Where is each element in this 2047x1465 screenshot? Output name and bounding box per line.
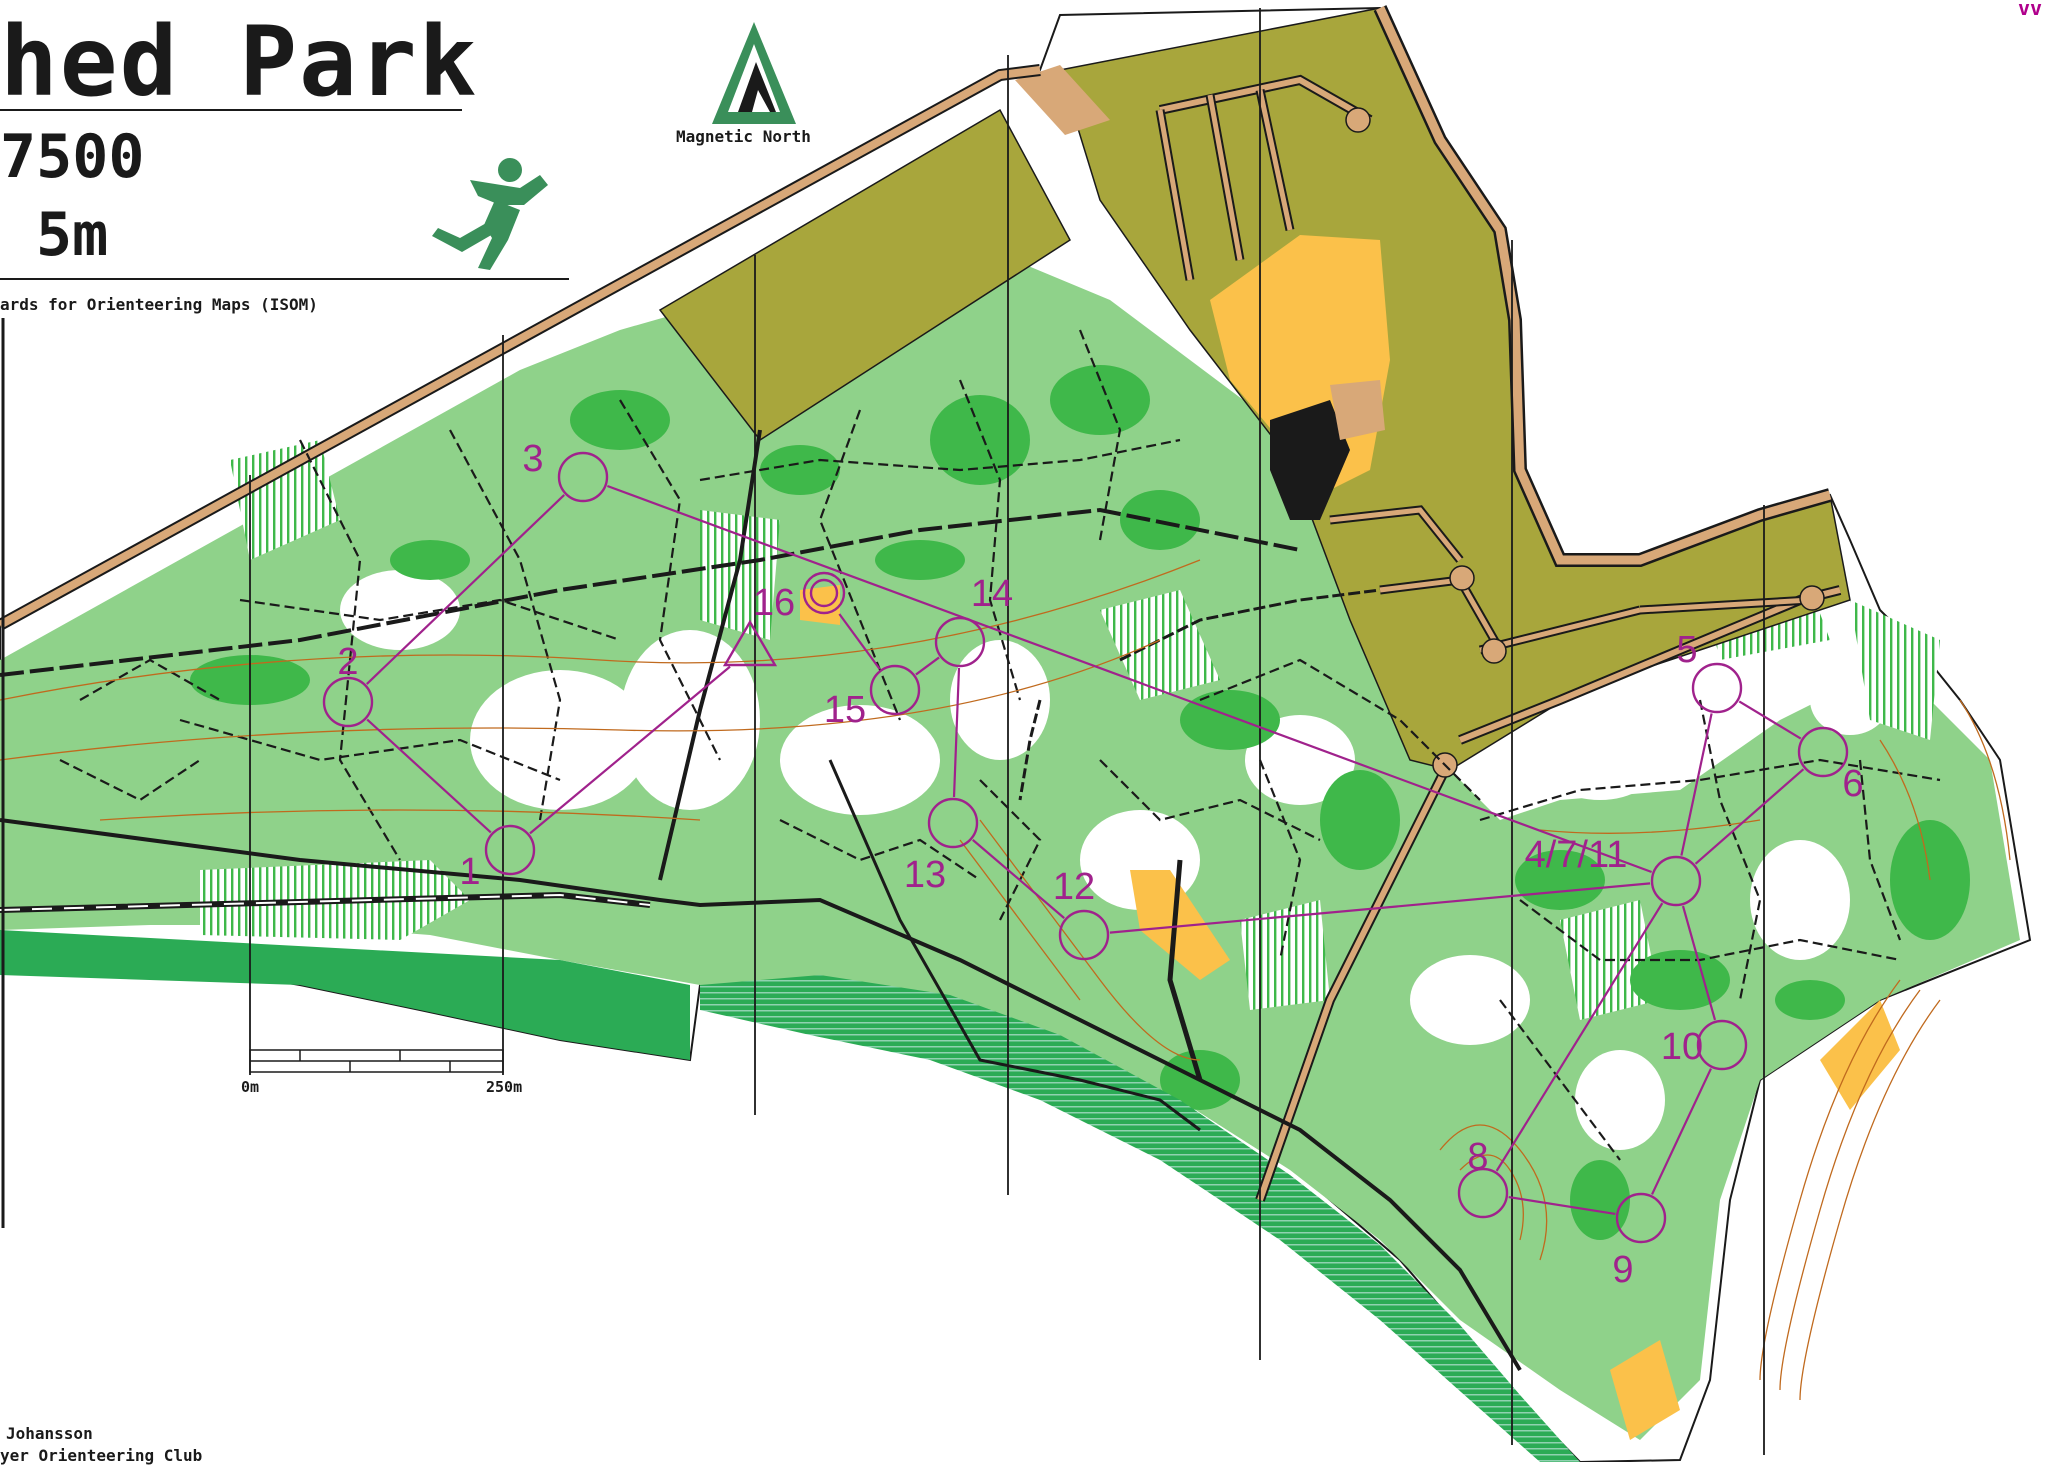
course-leg xyxy=(1508,1195,1616,1216)
paths xyxy=(59,329,1941,1161)
course-leg xyxy=(366,718,492,834)
control-circle xyxy=(1457,1167,1509,1219)
scale-bar-end: 250m xyxy=(486,1078,523,1096)
paved-area xyxy=(1330,380,1385,440)
scale-bar-start: 0m xyxy=(241,1078,260,1096)
finish-icon xyxy=(802,571,846,615)
course-leg xyxy=(1495,902,1664,1172)
course-leg xyxy=(838,613,881,670)
paved-area-north xyxy=(1015,65,1110,135)
contour-interval: 5m xyxy=(36,200,109,270)
control-circle xyxy=(484,824,536,876)
control-circle xyxy=(1615,1192,1667,1244)
course-lines xyxy=(366,484,1805,1216)
course-leg xyxy=(1109,882,1651,934)
scale-bar xyxy=(249,1049,504,1073)
forest-dense xyxy=(190,365,1970,1240)
control-number: 3 xyxy=(522,438,543,480)
control-number: 12 xyxy=(1053,866,1095,908)
start-triangle-icon xyxy=(722,619,778,667)
isom-standard: ards for Orienteering Maps (ISOM) xyxy=(0,295,318,314)
runner-logo-icon xyxy=(432,158,548,270)
course-leg xyxy=(607,484,1652,874)
control-number: 10 xyxy=(1661,1026,1703,1068)
course-leg xyxy=(952,667,961,798)
control-number: 15 xyxy=(824,689,866,731)
course-leg xyxy=(529,665,731,835)
course-leg xyxy=(1738,700,1802,740)
control-number: 14 xyxy=(971,573,1013,615)
magnetic-north-label: Magnetic North xyxy=(676,127,811,146)
control-number: 2 xyxy=(337,641,358,683)
course-leg xyxy=(915,656,940,676)
control-circle xyxy=(1691,662,1743,714)
control-number: 6 xyxy=(1842,763,1863,805)
control-number: 5 xyxy=(1676,629,1697,671)
control-circle xyxy=(1058,909,1110,961)
tracks xyxy=(0,429,1522,1372)
cul-de-sacs xyxy=(1345,107,1825,778)
control-circle xyxy=(1696,1019,1748,1071)
mapper-credit: Johansson xyxy=(6,1424,93,1443)
marsh-band xyxy=(700,975,1580,1462)
white-forest-patches xyxy=(340,570,1890,1150)
course-leg xyxy=(1680,713,1713,856)
control-number: 8 xyxy=(1467,1136,1488,1178)
corner-mark: vv xyxy=(2018,0,2043,20)
map-scale: 7500 xyxy=(0,122,145,192)
map-title: hed Park xyxy=(0,6,479,118)
control-circle xyxy=(1650,855,1702,907)
club-credit: yer Orienteering Club xyxy=(0,1446,203,1465)
control-circle xyxy=(1797,726,1849,778)
course-leg xyxy=(972,839,1065,919)
control-number: 9 xyxy=(1612,1249,1633,1291)
control-circle xyxy=(869,664,921,716)
control-circle xyxy=(557,451,609,503)
control-circle xyxy=(322,676,374,728)
course-leg xyxy=(1651,1068,1712,1195)
control-circle xyxy=(934,616,986,668)
control-circle xyxy=(927,797,979,849)
control-number: 4/7/11 xyxy=(1525,834,1628,876)
control-number: 13 xyxy=(904,854,946,896)
control-number: 16 xyxy=(753,582,795,624)
magnetic-north-lines xyxy=(249,8,1765,1455)
course-leg xyxy=(1694,768,1805,865)
green-strip xyxy=(0,930,690,1060)
north-arrow-icon xyxy=(712,22,796,124)
control-number: 1 xyxy=(459,851,480,893)
course-leg xyxy=(366,494,565,685)
course-leg xyxy=(1681,905,1717,1021)
course-controls xyxy=(322,451,1849,1244)
